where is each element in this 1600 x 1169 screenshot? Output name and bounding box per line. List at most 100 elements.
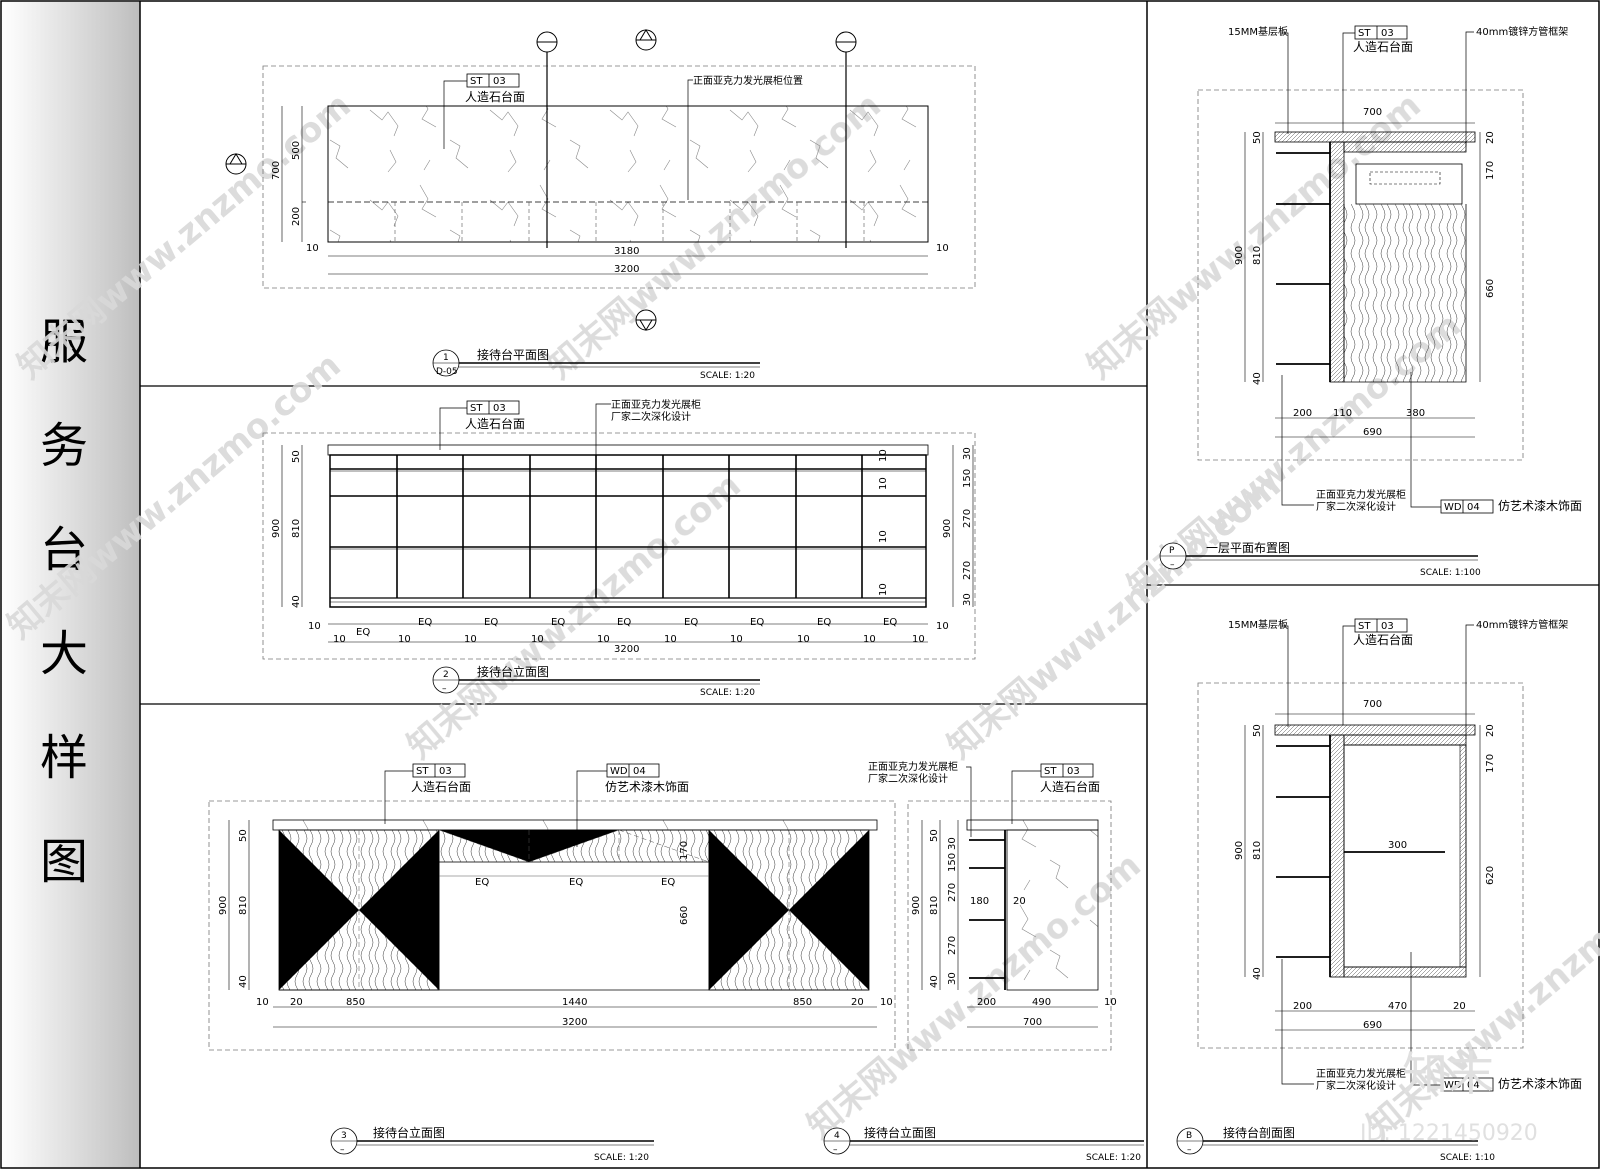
svg-text:厂家二次深化设计: 厂家二次深化设计: [1316, 1079, 1396, 1092]
svg-text:WD: WD: [1444, 502, 1462, 513]
svg-text:EQ: EQ: [661, 877, 675, 888]
svg-text:仿艺术漆木饰面: 仿艺术漆木饰面: [605, 780, 689, 794]
svg-text:大: 大: [40, 626, 88, 682]
svg-text:10: 10: [308, 621, 321, 632]
svg-text:10: 10: [936, 621, 949, 632]
svg-text:200: 200: [291, 207, 302, 226]
svg-text:WD: WD: [610, 766, 628, 777]
svg-text:正面亚克力发光展柜: 正面亚克力发光展柜: [611, 398, 701, 411]
svg-text:人造石台面: 人造石台面: [1353, 39, 1413, 54]
svg-text:ST: ST: [1358, 621, 1371, 632]
svg-text:490: 490: [1032, 997, 1051, 1008]
svg-text:270: 270: [962, 509, 973, 528]
svg-text:50: 50: [929, 829, 940, 842]
svg-text:接待台立面图: 接待台立面图: [373, 1125, 445, 1140]
svg-text:3200: 3200: [614, 264, 639, 275]
svg-text:一层平面布置图: 一层平面布置图: [1206, 541, 1290, 555]
svg-text:10: 10: [256, 997, 269, 1008]
floor-material-tags: 15MM基层板 ST 03 人造石台面 40mm镀锌方管框架 正面亚克力发光展柜…: [1228, 25, 1582, 514]
svg-text:接待台平面图: 接待台平面图: [477, 347, 549, 362]
svg-text:850: 850: [346, 997, 365, 1008]
svg-text:690: 690: [1363, 1020, 1382, 1031]
svg-text:ST: ST: [1044, 766, 1057, 777]
back-elevation: ST 03 人造石台面 WD 04 仿艺术漆木饰面 50 900 810 40 …: [208, 763, 896, 1163]
svg-text:900: 900: [911, 896, 922, 915]
svg-text:10: 10: [878, 583, 889, 596]
svg-text:EQ: EQ: [418, 617, 432, 628]
svg-text:50: 50: [291, 450, 302, 463]
svg-text:500: 500: [291, 141, 302, 160]
floor-section-view: 15MM基层板 ST 03 人造石台面 40mm镀锌方管框架 正面亚克力发光展柜…: [1159, 25, 1582, 578]
plan-dimensions: [281, 106, 928, 275]
svg-text:EQ: EQ: [817, 617, 831, 628]
svg-text:–: –: [1187, 1145, 1192, 1155]
svg-text:810: 810: [1252, 246, 1263, 265]
svg-text:厂家二次深化设计: 厂家二次深化设计: [1316, 500, 1396, 513]
svg-text:SCALE: 1:20: SCALE: 1:20: [1086, 1153, 1141, 1163]
svg-text:170: 170: [679, 841, 690, 860]
svg-text:30: 30: [962, 447, 973, 460]
svg-text:40mm镀锌方管框架: 40mm镀锌方管框架: [1476, 25, 1568, 38]
svg-text:EQ: EQ: [356, 627, 370, 638]
svg-text:人造石台面: 人造石台面: [465, 89, 525, 104]
svg-text:03: 03: [1381, 621, 1394, 632]
svg-text:170: 170: [1485, 754, 1496, 773]
svg-text:务: 务: [40, 418, 88, 474]
svg-text:900: 900: [218, 896, 229, 915]
section-material-tags: 15MM基层板 ST 03 人造石台面 40mm镀锌方管框架 正面亚克力发光展柜…: [1228, 618, 1582, 1092]
svg-text:40: 40: [1252, 967, 1263, 980]
svg-text:300: 300: [1388, 840, 1407, 851]
svg-text:ST: ST: [416, 766, 429, 777]
svg-text:ST: ST: [1358, 28, 1371, 39]
front-caption: 2 – 接待台立面图 SCALE: 1:20: [432, 664, 760, 698]
svg-text:270: 270: [962, 561, 973, 580]
svg-text:50: 50: [1252, 131, 1263, 144]
side-elevation: 正面亚克力发光展柜 厂家二次深化设计 ST 03 人造石台面 50 900 81…: [823, 760, 1144, 1163]
svg-text:–: –: [833, 1145, 838, 1155]
svg-text:EQ: EQ: [475, 877, 489, 888]
svg-text:图: 图: [40, 834, 88, 890]
svg-text:10: 10: [878, 449, 889, 462]
svg-text:–: –: [340, 1145, 345, 1155]
svg-text:660: 660: [679, 906, 690, 925]
svg-text:200: 200: [1293, 408, 1312, 419]
svg-text:2: 2: [443, 670, 449, 680]
svg-text:3: 3: [341, 1131, 347, 1141]
svg-text:10: 10: [863, 634, 876, 645]
svg-text:04: 04: [1467, 1080, 1480, 1091]
svg-text:810: 810: [1252, 841, 1263, 860]
svg-text:620: 620: [1485, 866, 1496, 885]
svg-text:ST: ST: [470, 76, 483, 87]
svg-text:样: 样: [40, 730, 88, 786]
svg-text:正面亚克力发光展柜: 正面亚克力发光展柜: [868, 760, 958, 773]
svg-text:150: 150: [947, 853, 958, 872]
svg-text:700: 700: [1363, 107, 1382, 118]
svg-text:人造石台面: 人造石台面: [1040, 779, 1100, 794]
svg-text:EQ: EQ: [750, 617, 764, 628]
svg-text:ST: ST: [470, 403, 483, 414]
svg-text:20: 20: [290, 997, 303, 1008]
svg-text:04: 04: [633, 766, 646, 777]
svg-text:EQ: EQ: [484, 617, 498, 628]
svg-text:03: 03: [1381, 28, 1394, 39]
svg-text:20: 20: [1453, 1001, 1466, 1012]
svg-text:SCALE: 1:20: SCALE: 1:20: [700, 688, 755, 698]
svg-text:10: 10: [912, 634, 925, 645]
svg-text:10: 10: [333, 634, 346, 645]
svg-text:–: –: [1170, 560, 1175, 570]
svg-text:正面亚克力发光展柜: 正面亚克力发光展柜: [1316, 488, 1406, 501]
svg-text:ID: 1221450920: ID: 1221450920: [1360, 1121, 1538, 1146]
svg-text:200: 200: [977, 997, 996, 1008]
svg-text:30: 30: [947, 837, 958, 850]
svg-text:380: 380: [1406, 408, 1425, 419]
svg-text:接待台立面图: 接待台立面图: [864, 1125, 936, 1140]
svg-text:110: 110: [1333, 408, 1352, 419]
svg-text:15MM基层板: 15MM基层板: [1228, 618, 1288, 631]
svg-text:20: 20: [1485, 724, 1496, 737]
section-caption: B – 接待台剖面图 SCALE: 1:10: [1176, 1125, 1495, 1163]
svg-text:10: 10: [664, 634, 677, 645]
svg-text:810: 810: [238, 896, 249, 915]
svg-text:03: 03: [1067, 766, 1080, 777]
svg-text:SCALE: 1:20: SCALE: 1:20: [700, 371, 755, 381]
